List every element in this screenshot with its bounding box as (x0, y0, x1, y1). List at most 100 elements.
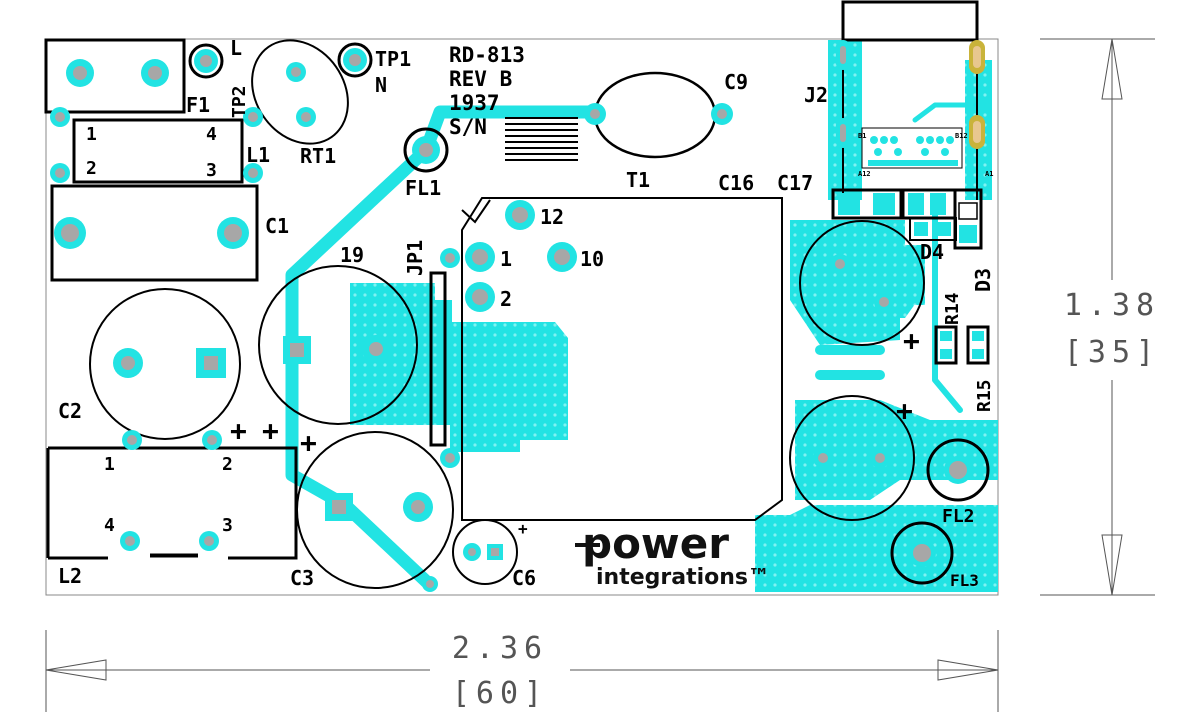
label-rt1: RT1 (300, 144, 336, 168)
pad (194, 49, 218, 73)
trace-fl1-to-c3 (285, 143, 437, 592)
smd-pad (958, 202, 978, 220)
pad (50, 163, 70, 183)
smd-pad (972, 349, 984, 359)
pad (870, 448, 890, 468)
j2-pin-a1: A1 (985, 170, 993, 178)
plus-mark: + (518, 519, 528, 538)
pad (584, 103, 606, 125)
d3-outline (953, 188, 983, 250)
pad (944, 456, 972, 484)
pad (836, 118, 850, 148)
pad (463, 543, 481, 561)
smd-pad (972, 331, 984, 341)
label-c2: C2 (58, 399, 82, 423)
fl1-outline (403, 127, 449, 173)
pad (422, 576, 438, 592)
pad (908, 539, 936, 567)
label-c16: C16 (718, 171, 754, 195)
smd-pad (959, 225, 977, 243)
board-rev: REV B (449, 67, 512, 91)
f1-pin-2: 2 (86, 158, 97, 179)
pad (412, 136, 440, 164)
c16-outline (831, 188, 903, 220)
label-l2: L2 (58, 564, 82, 588)
label-c6: C6 (512, 566, 536, 590)
c1-outline (50, 184, 259, 282)
pad (66, 59, 94, 87)
label-c17: C17 (777, 171, 813, 195)
label-c3: C3 (290, 566, 314, 590)
pad (217, 217, 249, 249)
l2-pin-2: 2 (222, 454, 233, 475)
label-n: N (375, 73, 387, 97)
smd-pad (937, 222, 951, 236)
board-name: RD-813 (449, 43, 525, 67)
smd-pad (940, 349, 952, 359)
copper-layer (350, 40, 998, 592)
pad (196, 348, 226, 378)
label-fl2: FL2 (942, 506, 975, 527)
pad (813, 448, 833, 468)
plus-mark: + (300, 426, 317, 459)
j2-pin-b1: B1 (858, 132, 866, 140)
j2-pin-b12: B12 (955, 132, 968, 140)
pad (243, 163, 263, 183)
silkscreen-text: RD-813 REV B 1937 S/N F1 L TP2 TP1 N RT1… (58, 36, 995, 590)
pad (505, 200, 535, 230)
tp2-ring (188, 43, 224, 79)
c19-outline (258, 265, 418, 425)
pad (50, 107, 70, 127)
label-r14: R14 (942, 292, 963, 325)
l2-pin-4: 4 (104, 515, 115, 536)
tp1-ring (337, 42, 373, 78)
label-c19: 19 (340, 243, 364, 267)
pad (296, 107, 316, 127)
label-l1: L1 (246, 143, 270, 167)
pad (141, 59, 169, 87)
label-c1: C1 (265, 214, 289, 238)
pad (362, 335, 390, 363)
dimension-lines (45, 38, 1155, 712)
ic-pin-10: 10 (580, 247, 604, 271)
smd-pad (908, 193, 924, 215)
l2-pin-3: 3 (222, 515, 233, 536)
width-inches: 2.36 (452, 631, 548, 666)
smd-pad (914, 222, 928, 236)
pad (325, 493, 353, 521)
pad (122, 430, 142, 450)
label-t1: T1 (626, 168, 650, 192)
l1-outline (72, 118, 244, 184)
label-tp1: TP1 (375, 47, 411, 71)
pad (836, 40, 850, 70)
trace-right-loop (912, 102, 988, 123)
ic-pin-1: 1 (500, 247, 512, 271)
pad (969, 40, 985, 74)
pad (830, 254, 850, 274)
serial-number-box (505, 117, 578, 161)
board-date-code: 1937 (449, 91, 500, 115)
label-f1: F1 (186, 93, 210, 117)
pad (202, 430, 222, 450)
right-cap-lower (789, 395, 915, 521)
pad (283, 336, 311, 364)
pad (120, 531, 140, 551)
smd-pad (930, 193, 946, 215)
label-l: L (230, 36, 242, 60)
pad (440, 248, 460, 268)
power-integrations-logo: power integrations™ (575, 519, 770, 590)
trace-right-vertical (932, 197, 963, 413)
right-cap-upper (799, 220, 925, 346)
smd-pad (940, 331, 952, 341)
logo-power: power (582, 519, 729, 568)
f1-pin-4: 4 (206, 124, 217, 145)
label-fl1: FL1 (405, 176, 441, 200)
label-jp1: JP1 (403, 240, 427, 276)
pad (243, 107, 263, 127)
width-mm: [60] (452, 676, 548, 711)
jp1-outline (429, 271, 447, 447)
pad (113, 348, 143, 378)
transformer-outline (461, 197, 783, 521)
fl2-outline (926, 438, 990, 502)
